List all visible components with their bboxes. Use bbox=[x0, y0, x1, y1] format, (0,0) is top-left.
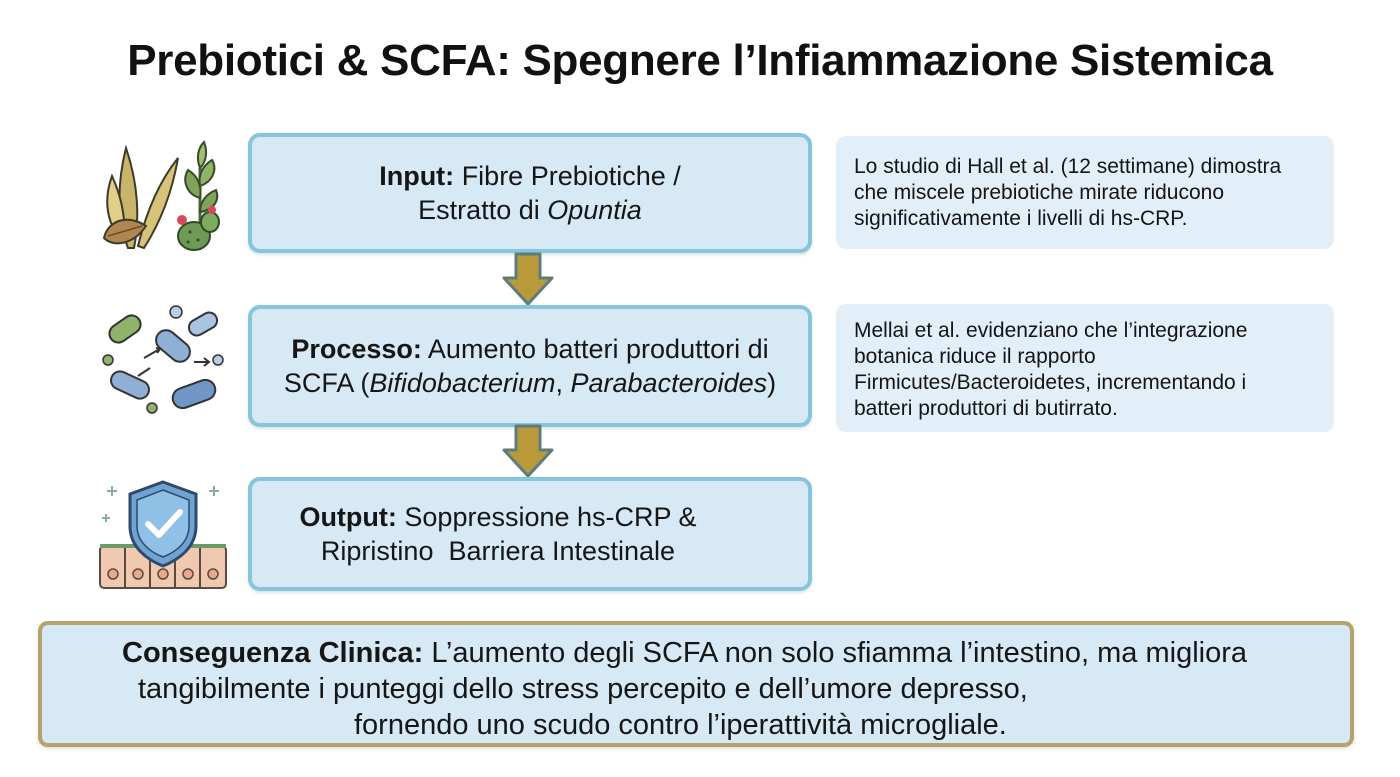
botanical-plants-icon bbox=[102, 140, 220, 251]
diagram-title: Prebiotici & SCFA: Spegnere l’Infiammazi… bbox=[127, 36, 1273, 85]
input-label: Input: bbox=[379, 161, 455, 191]
down-arrow-2 bbox=[502, 424, 554, 478]
clinical-consequence-box: Conseguenza Clinica: L’aumento degli SCF… bbox=[38, 621, 1354, 747]
note-hall-study: Lo studio di Hall et al. (12 settimane) … bbox=[836, 136, 1334, 249]
process-step-box: Processo: Aumento batteri produttori di … bbox=[248, 305, 812, 427]
conclusion-label: Conseguenza Clinica: bbox=[122, 637, 424, 669]
process-step-text: Processo: Aumento batteri produttori di … bbox=[284, 332, 776, 400]
shield-barrier-icon bbox=[99, 480, 227, 589]
output-line1: Soppressione hs-CRP & bbox=[404, 502, 697, 532]
input-line1: Fibre Prebiotiche / bbox=[461, 161, 681, 191]
process-line2-suffix: ) bbox=[767, 368, 777, 398]
input-step-box: Input: Fibre Prebiotiche / Estratto di O… bbox=[248, 133, 812, 253]
input-step-text: Input: Fibre Prebiotiche / Estratto di O… bbox=[379, 159, 681, 227]
down-arrow-1 bbox=[502, 252, 554, 306]
process-line1: Aumento batteri produttori di bbox=[427, 334, 769, 364]
note-line: che miscele prebiotiche mirate riducono bbox=[854, 181, 1225, 204]
bacteria-icon bbox=[102, 305, 224, 414]
process-label: Processo: bbox=[291, 334, 422, 364]
input-line2-italic: Opuntia bbox=[547, 195, 642, 225]
note-line: Lo studio di Hall et al. (12 settimane) … bbox=[854, 155, 1282, 178]
output-step-box: Output: Soppressione hs-CRP & Ripristino… bbox=[248, 477, 812, 591]
process-line2-sep: , bbox=[555, 368, 571, 398]
note-line: Mellai et al. evidenziano che l’integraz… bbox=[854, 319, 1248, 342]
note-line: Firmicutes/Bacteroidetes, incrementando … bbox=[854, 371, 1247, 394]
conclusion-line-3: fornendo uno scudo contro l’iperattività… bbox=[354, 709, 1007, 741]
note-line: significativamente i livelli di hs-CRP. bbox=[854, 207, 1188, 230]
output-line2: Ripristino Barriera Intestinale bbox=[320, 536, 676, 566]
note-line: botanica riduce il rapporto bbox=[854, 345, 1096, 368]
conclusion-line-2: tangibilmente i punteggi dello stress pe… bbox=[138, 673, 1028, 705]
note-mellai-study: Mellai et al. evidenziano che l’integraz… bbox=[836, 304, 1334, 432]
output-label: Output: bbox=[299, 502, 397, 532]
note-line: batteri produttori di butirrato. bbox=[854, 397, 1118, 420]
process-line2-italic-2: Parabacteroides bbox=[570, 368, 768, 398]
process-line2-prefix: SCFA ( bbox=[283, 368, 370, 398]
input-line2-prefix: Estratto di bbox=[418, 195, 548, 225]
output-step-text: Output: Soppressione hs-CRP & Ripristino… bbox=[299, 500, 696, 568]
process-line2-italic-1: Bifidobacterium bbox=[369, 368, 556, 398]
conclusion-line-1: Conseguenza Clinica: L’aumento degli SCF… bbox=[122, 637, 1247, 670]
conclusion-text-1: L’aumento degli SCFA non solo sfiamma l’… bbox=[431, 637, 1248, 669]
